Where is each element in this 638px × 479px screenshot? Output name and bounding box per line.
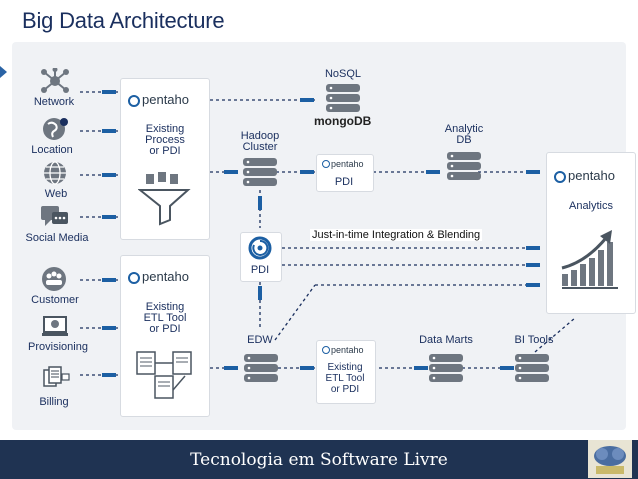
billing-label: Billing	[39, 396, 69, 408]
social-media-icon	[41, 206, 68, 226]
location-label: Location	[31, 144, 73, 156]
page-title: Big Data Architecture	[22, 8, 225, 33]
analytics-card-brand: pentaho	[554, 168, 615, 183]
event-logo-icon	[588, 440, 632, 478]
etl-card-mid	[316, 340, 376, 404]
pdi-card-top-label: PDI	[334, 176, 354, 188]
provisioning-icon	[42, 316, 68, 336]
bi-tools-database-icon	[515, 354, 549, 382]
left-marker	[0, 66, 7, 78]
footer-text: Tecnologia em Software Livre	[190, 450, 448, 470]
etl-card-left-brand: pentaho	[128, 269, 189, 284]
pdi-center-label: PDI	[250, 264, 270, 276]
hadoop-database-icon	[243, 158, 277, 186]
process-card-brand: pentaho	[128, 92, 189, 107]
location-icon	[43, 118, 68, 140]
billing-icon	[43, 366, 70, 387]
analytics-card-title: Analytics	[568, 200, 614, 212]
edw-label: EDW	[247, 334, 273, 346]
data-marts-database-icon	[429, 354, 463, 382]
footer-bar	[0, 440, 638, 479]
edw-database-icon	[244, 354, 278, 382]
line-bitools-analytics	[534, 317, 576, 353]
etl-card-mid-brand: pentaho	[322, 345, 364, 355]
pdi-card-top-brand: pentaho	[322, 159, 364, 169]
pentaho-logo-icon	[128, 95, 140, 107]
process-card-title: Existing Process or PDI	[145, 123, 185, 157]
bi-tools-label: BI Tools	[514, 334, 554, 346]
funnel-icon	[138, 172, 191, 226]
nosql-label: NoSQL	[324, 68, 362, 80]
social-media-label: Social Media	[25, 232, 89, 244]
customer-label: Customer	[31, 294, 79, 306]
analytic-db-label: Analytic DB	[444, 123, 484, 146]
hadoop-label: Hadoop Cluster	[240, 130, 280, 153]
jit-label: Just-in-time Integration & Blending	[310, 229, 483, 241]
documents-icon	[136, 351, 192, 399]
etl-card-mid-title: Existing ETL Tool or PDI	[325, 362, 365, 395]
data-marts-label: Data Marts	[419, 334, 473, 346]
line-edw-analytics	[274, 284, 316, 341]
web-label: Web	[44, 188, 68, 200]
network-icon	[41, 68, 69, 93]
pentaho-logo-icon	[322, 160, 330, 168]
pentaho-logo-icon	[128, 272, 140, 284]
provisioning-label: Provisioning	[28, 341, 88, 353]
analytic-db-database-icon	[447, 152, 481, 180]
nosql-database-icon	[326, 84, 360, 112]
pentaho-logo-icon	[322, 346, 330, 354]
etl-card-left-title: Existing ETL Tool or PDI	[143, 301, 187, 335]
network-label: Network	[33, 96, 75, 108]
customer-icon	[42, 267, 66, 291]
growth-chart-icon	[561, 230, 618, 289]
mongodb-label: mongoDB	[314, 114, 372, 128]
pdi-swirl-icon	[248, 236, 272, 260]
web-icon	[44, 161, 66, 185]
pentaho-logo-icon	[554, 171, 566, 183]
